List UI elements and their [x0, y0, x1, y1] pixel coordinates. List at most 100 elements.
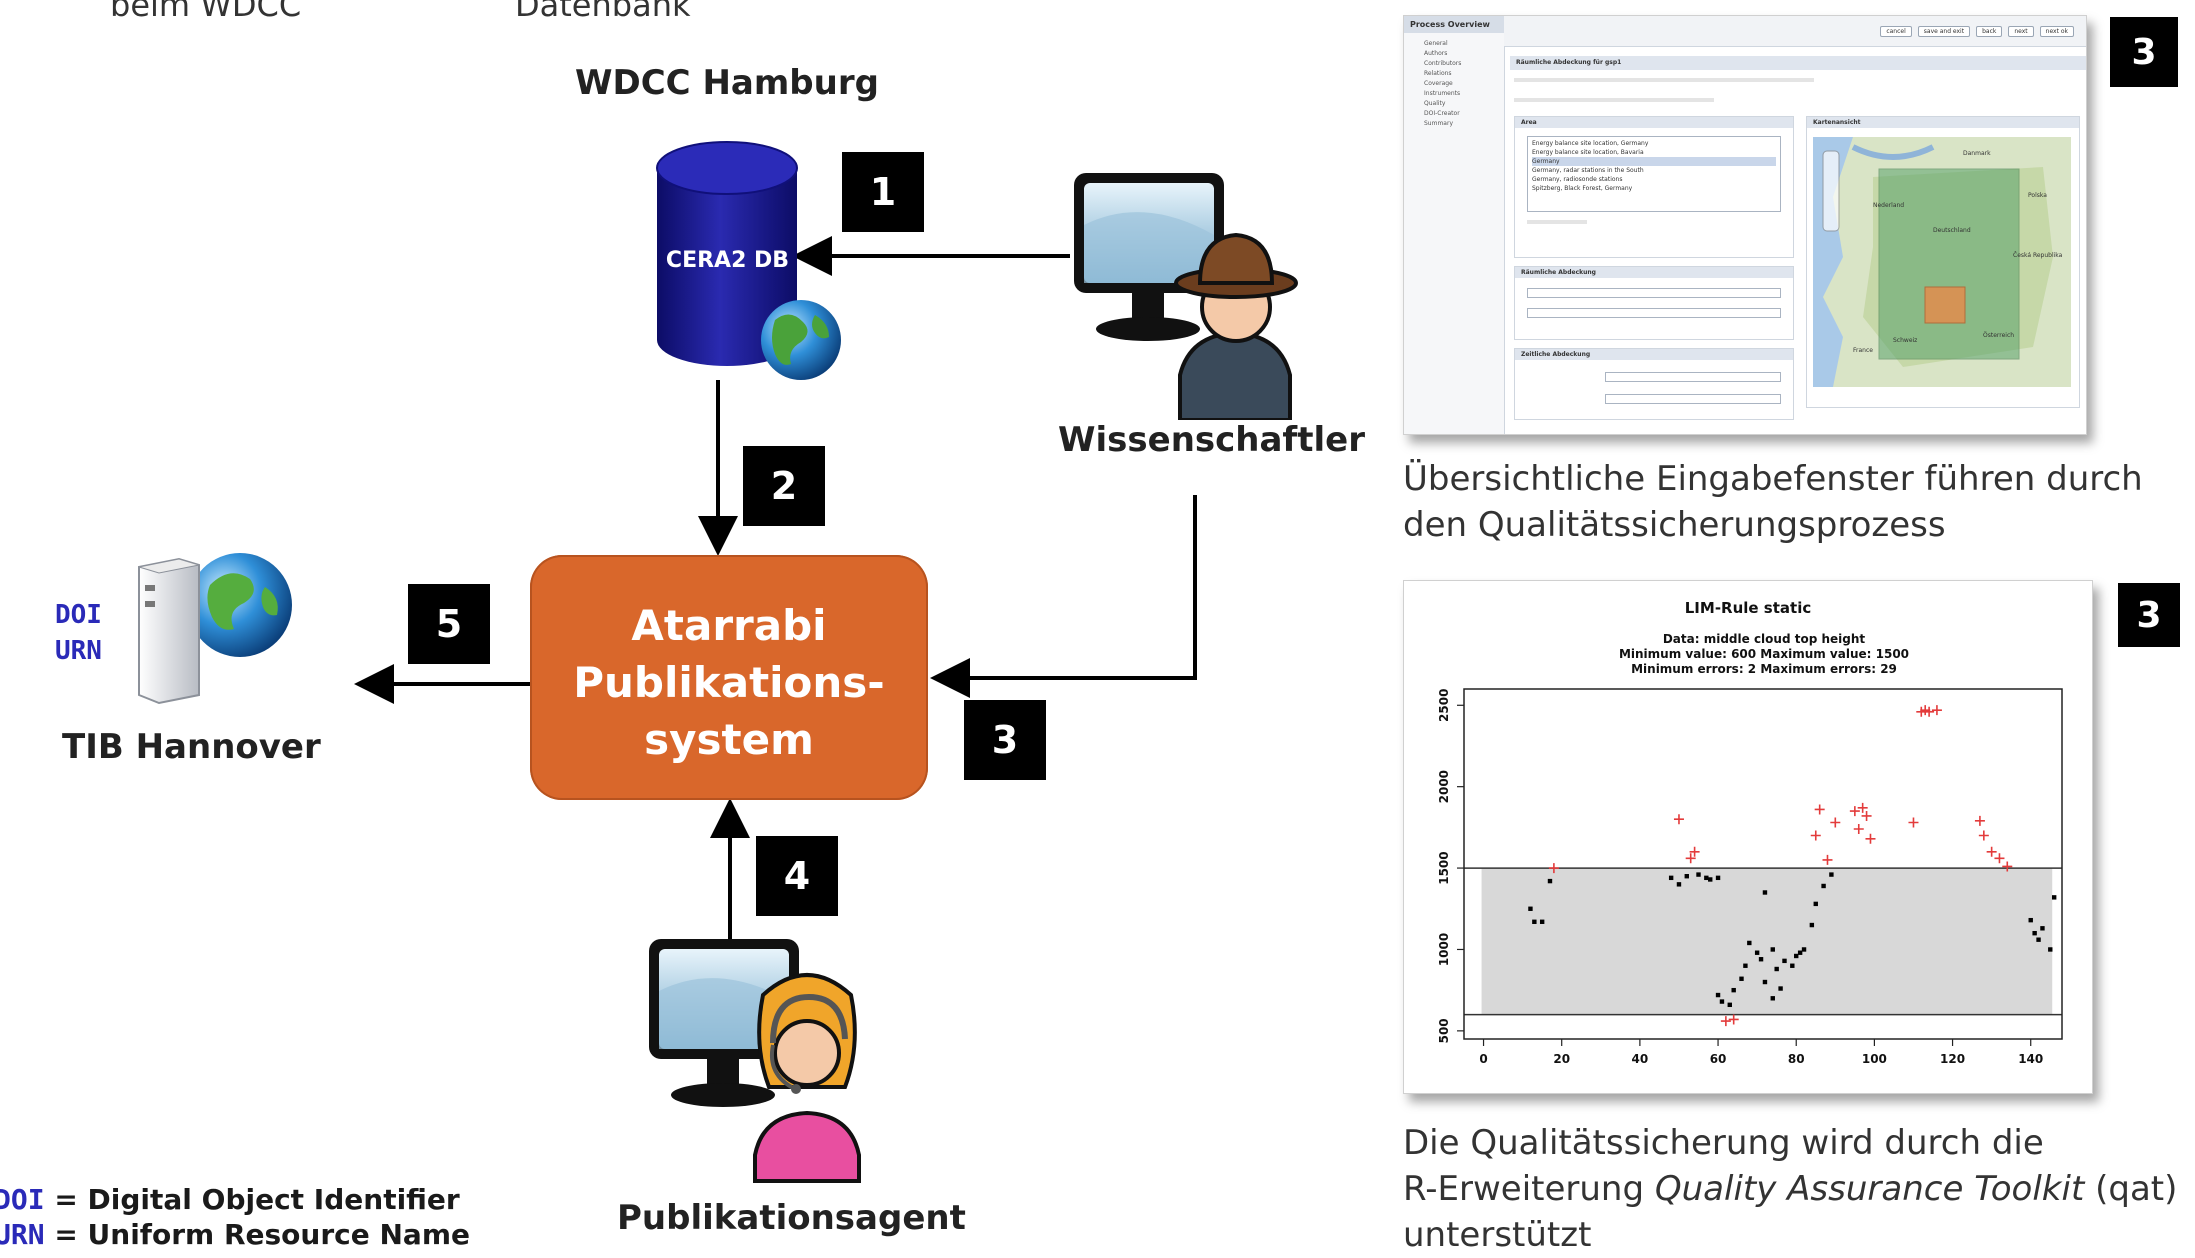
screenshot1-caption: Übersichtliche Eingabefenster führen dur… [1403, 456, 2163, 548]
form-title: Process Overview [1404, 16, 1504, 33]
form-area-option[interactable]: Germany, radiosonde stations [1532, 176, 1623, 183]
chart-x-tick-label: 20 [1553, 1052, 1570, 1066]
map-label: Schweiz [1893, 337, 1917, 344]
form-nav-item[interactable]: Relations [1424, 70, 1452, 77]
chart-point-ok [1715, 875, 1721, 881]
chart-point-ok [1762, 890, 1768, 895]
form-nav-item[interactable]: Coverage [1424, 80, 1453, 87]
form-nav-item[interactable]: General [1424, 40, 1448, 47]
form-area-header: Area [1515, 117, 1793, 128]
doi-tag: DOI [55, 600, 102, 630]
form-toolbar-button[interactable]: next ok [2039, 26, 2074, 37]
chart-point-ok [1528, 906, 1533, 911]
chart-point-ok [1801, 947, 1807, 952]
chart-y-tick-label: 500 [1437, 1018, 1451, 1043]
chart-x-tick-label: 120 [1940, 1052, 1965, 1066]
urn-tag: URN [55, 636, 102, 666]
screenshot2-badge: 3 [2118, 583, 2180, 647]
form-area-option[interactable]: Germany, radar stations in the South [1532, 167, 1644, 174]
step-badge-5: 5 [408, 584, 490, 664]
publication-system-box: Atarrabi Publikations- system [530, 555, 928, 800]
screenshot2-caption: Die Qualitätssicherung wird durch die R-… [1403, 1120, 2183, 1258]
form-area-option[interactable]: Germany [1532, 157, 1776, 166]
chart-x-tick-label: 100 [1862, 1052, 1887, 1066]
chart-point-ok [2036, 937, 2041, 942]
chart-y-tick-label: 2500 [1437, 689, 1451, 722]
chart-point-ok [1532, 919, 1537, 924]
chart-point-ok [1684, 874, 1689, 879]
map-image: DanmarkNederlandDeutschlandFrancePolskaČ… [1813, 137, 2071, 387]
publication-agent-icon [649, 939, 861, 1183]
chart-point-ok [1762, 979, 1768, 985]
form-toolbar-button[interactable]: next [2008, 26, 2034, 37]
chart-point-ok [1747, 940, 1752, 946]
map-label: Polska [2028, 192, 2047, 199]
tib-hannover-label: TIB Hannover [62, 727, 321, 767]
form-nav-item[interactable]: Quality [1424, 100, 1446, 107]
chart-point-error [2002, 861, 2013, 872]
chart-point-ok [1696, 872, 1701, 877]
form-area-option[interactable]: Energy balance site location, Bavaria [1532, 149, 1644, 156]
form-nav-item[interactable]: Summary [1424, 120, 1453, 127]
chart-point-error [1931, 705, 1942, 716]
legend-doi: DOI = Digital Object Identifier [0, 1183, 460, 1216]
scientist-label: Wissenschaftler [1058, 420, 1365, 460]
form-area-option[interactable]: Energy balance site location, Germany [1532, 140, 1649, 147]
screenshot2-caption-line2b: (qat) [2095, 1169, 2178, 1209]
chart-point-error [1853, 824, 1864, 834]
chart-y-tick-label: 1500 [1437, 851, 1451, 884]
system-label-line2: Publikations- [573, 658, 885, 707]
chart-point-ok [1668, 875, 1674, 881]
chart-valid-band [1481, 868, 2053, 1015]
map-label: Österreich [1983, 332, 2014, 339]
chart-point-error [1810, 830, 1821, 841]
database-icon [656, 141, 841, 380]
top-cut-text-mid: Datenbank [515, 0, 691, 24]
step-badge-4: 4 [756, 836, 838, 916]
chart-point-error [1865, 833, 1876, 844]
form-nav-item[interactable]: DOI-Creator [1424, 110, 1460, 117]
chart-point-ok [1797, 950, 1803, 955]
chart-point-error [1822, 854, 1833, 865]
form-nav-item[interactable]: Contributors [1424, 60, 1462, 67]
chart-x-tick-label: 140 [2018, 1052, 2043, 1066]
chart-point-ok [1774, 966, 1779, 972]
form-nav-item[interactable]: Authors [1424, 50, 1448, 57]
form-toolbar-button[interactable]: save and exit [1917, 26, 1971, 37]
step-badge-3: 3 [964, 700, 1046, 780]
step-badge-1: 1 [842, 152, 924, 232]
database-label: CERA2 DB [665, 248, 790, 273]
chart-point-ok [1770, 996, 1775, 1001]
form-toolbar-button[interactable]: cancel [1880, 26, 1912, 37]
legend-urn: URN = Uniform Resource Name [0, 1218, 470, 1251]
form-section2-title: Räumliche Abdeckung [1515, 267, 1793, 278]
form-map-header: Kartenansicht [1807, 117, 2079, 128]
step-badge-2: 2 [743, 446, 825, 526]
chart-point-ok [1821, 883, 1826, 889]
arrow-3 [930, 495, 1197, 698]
chart-point-error [1814, 804, 1825, 815]
screenshot2-caption-line2a: R-Erweiterung [1403, 1169, 1645, 1209]
form-toolbar-button[interactable]: back [1976, 26, 2003, 37]
chart-point-ok [1539, 919, 1545, 924]
legend-doi-text: = Digital Object Identifier [54, 1183, 460, 1216]
chart-point-error [1728, 1014, 1739, 1025]
chart-y-tick-label: 2000 [1437, 770, 1451, 803]
chart-point-error [1673, 814, 1684, 825]
form-nav-item[interactable]: Instruments [1424, 90, 1461, 97]
chart-point-ok [1727, 1002, 1732, 1008]
wdcc-hamburg-label: WDCC Hamburg [575, 63, 879, 103]
chart-point-ok [1809, 922, 1815, 928]
top-cut-text-left: beim WDCC [110, 0, 302, 24]
chart-point-error [1857, 802, 1868, 813]
map-label: Česká Republika [2013, 252, 2063, 259]
screenshot2-caption-line1: Die Qualitätssicherung wird durch die [1403, 1123, 2044, 1163]
chart-plot-frame [1463, 688, 2063, 1040]
form-section1-title: Räumliche Abdeckung für gsp1 [1510, 56, 2086, 70]
chart-point-ok [2040, 926, 2045, 931]
screenshot2-caption-italic: Quality Assurance Toolkit [1654, 1169, 2085, 1209]
form-area-option[interactable]: Spitzberg, Black Forest, Germany [1532, 185, 1633, 192]
legend-urn-text: = Uniform Resource Name [54, 1218, 470, 1251]
